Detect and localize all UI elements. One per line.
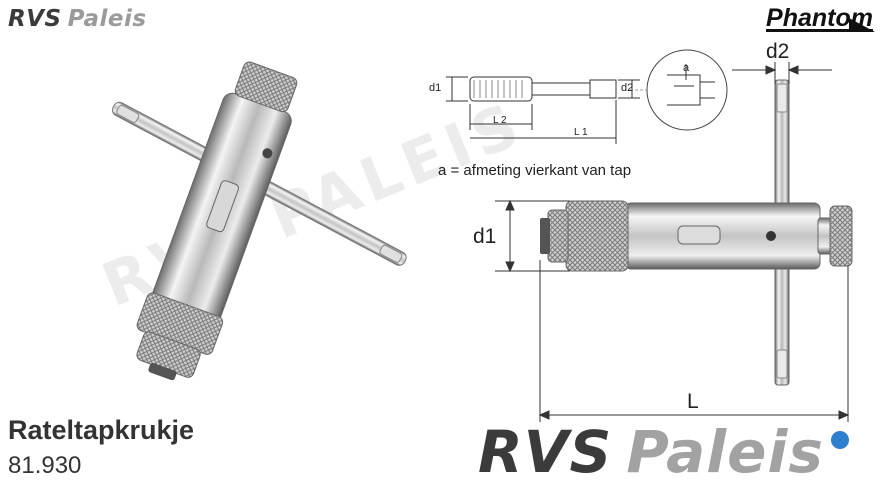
- label-d1-small: d1: [429, 82, 442, 94]
- label-a: a: [683, 62, 690, 74]
- tap-dimension-drawing: [446, 49, 728, 144]
- brand-word-1-large: RVS: [478, 418, 613, 486]
- brand-word-2: Paleis: [67, 6, 147, 32]
- product-name: Rateltapkrukje: [8, 415, 195, 445]
- partner-arrow-icon: [849, 18, 875, 32]
- label-d2: d2: [766, 40, 790, 63]
- product-code: 81.930: [8, 452, 82, 479]
- partner-logo: Phantom: [766, 4, 875, 34]
- tap-wrench-side-view: [540, 79, 853, 386]
- tap-wrench-photo: [111, 61, 407, 381]
- label-d2-small: d2: [621, 82, 634, 94]
- note-text: a = afmeting vierkant van tap: [438, 162, 632, 179]
- dimension-lines: [495, 62, 850, 422]
- label-l2: L 2: [493, 115, 507, 126]
- brand-word-2-large: Paleis: [626, 418, 824, 486]
- brand-dot-icon: [831, 431, 849, 449]
- partner-underline: [766, 29, 873, 32]
- brand-word-1: RVS: [8, 6, 62, 32]
- label-l1: L 1: [574, 127, 588, 138]
- label-d1: d1: [473, 225, 497, 248]
- label-l: L: [687, 390, 699, 413]
